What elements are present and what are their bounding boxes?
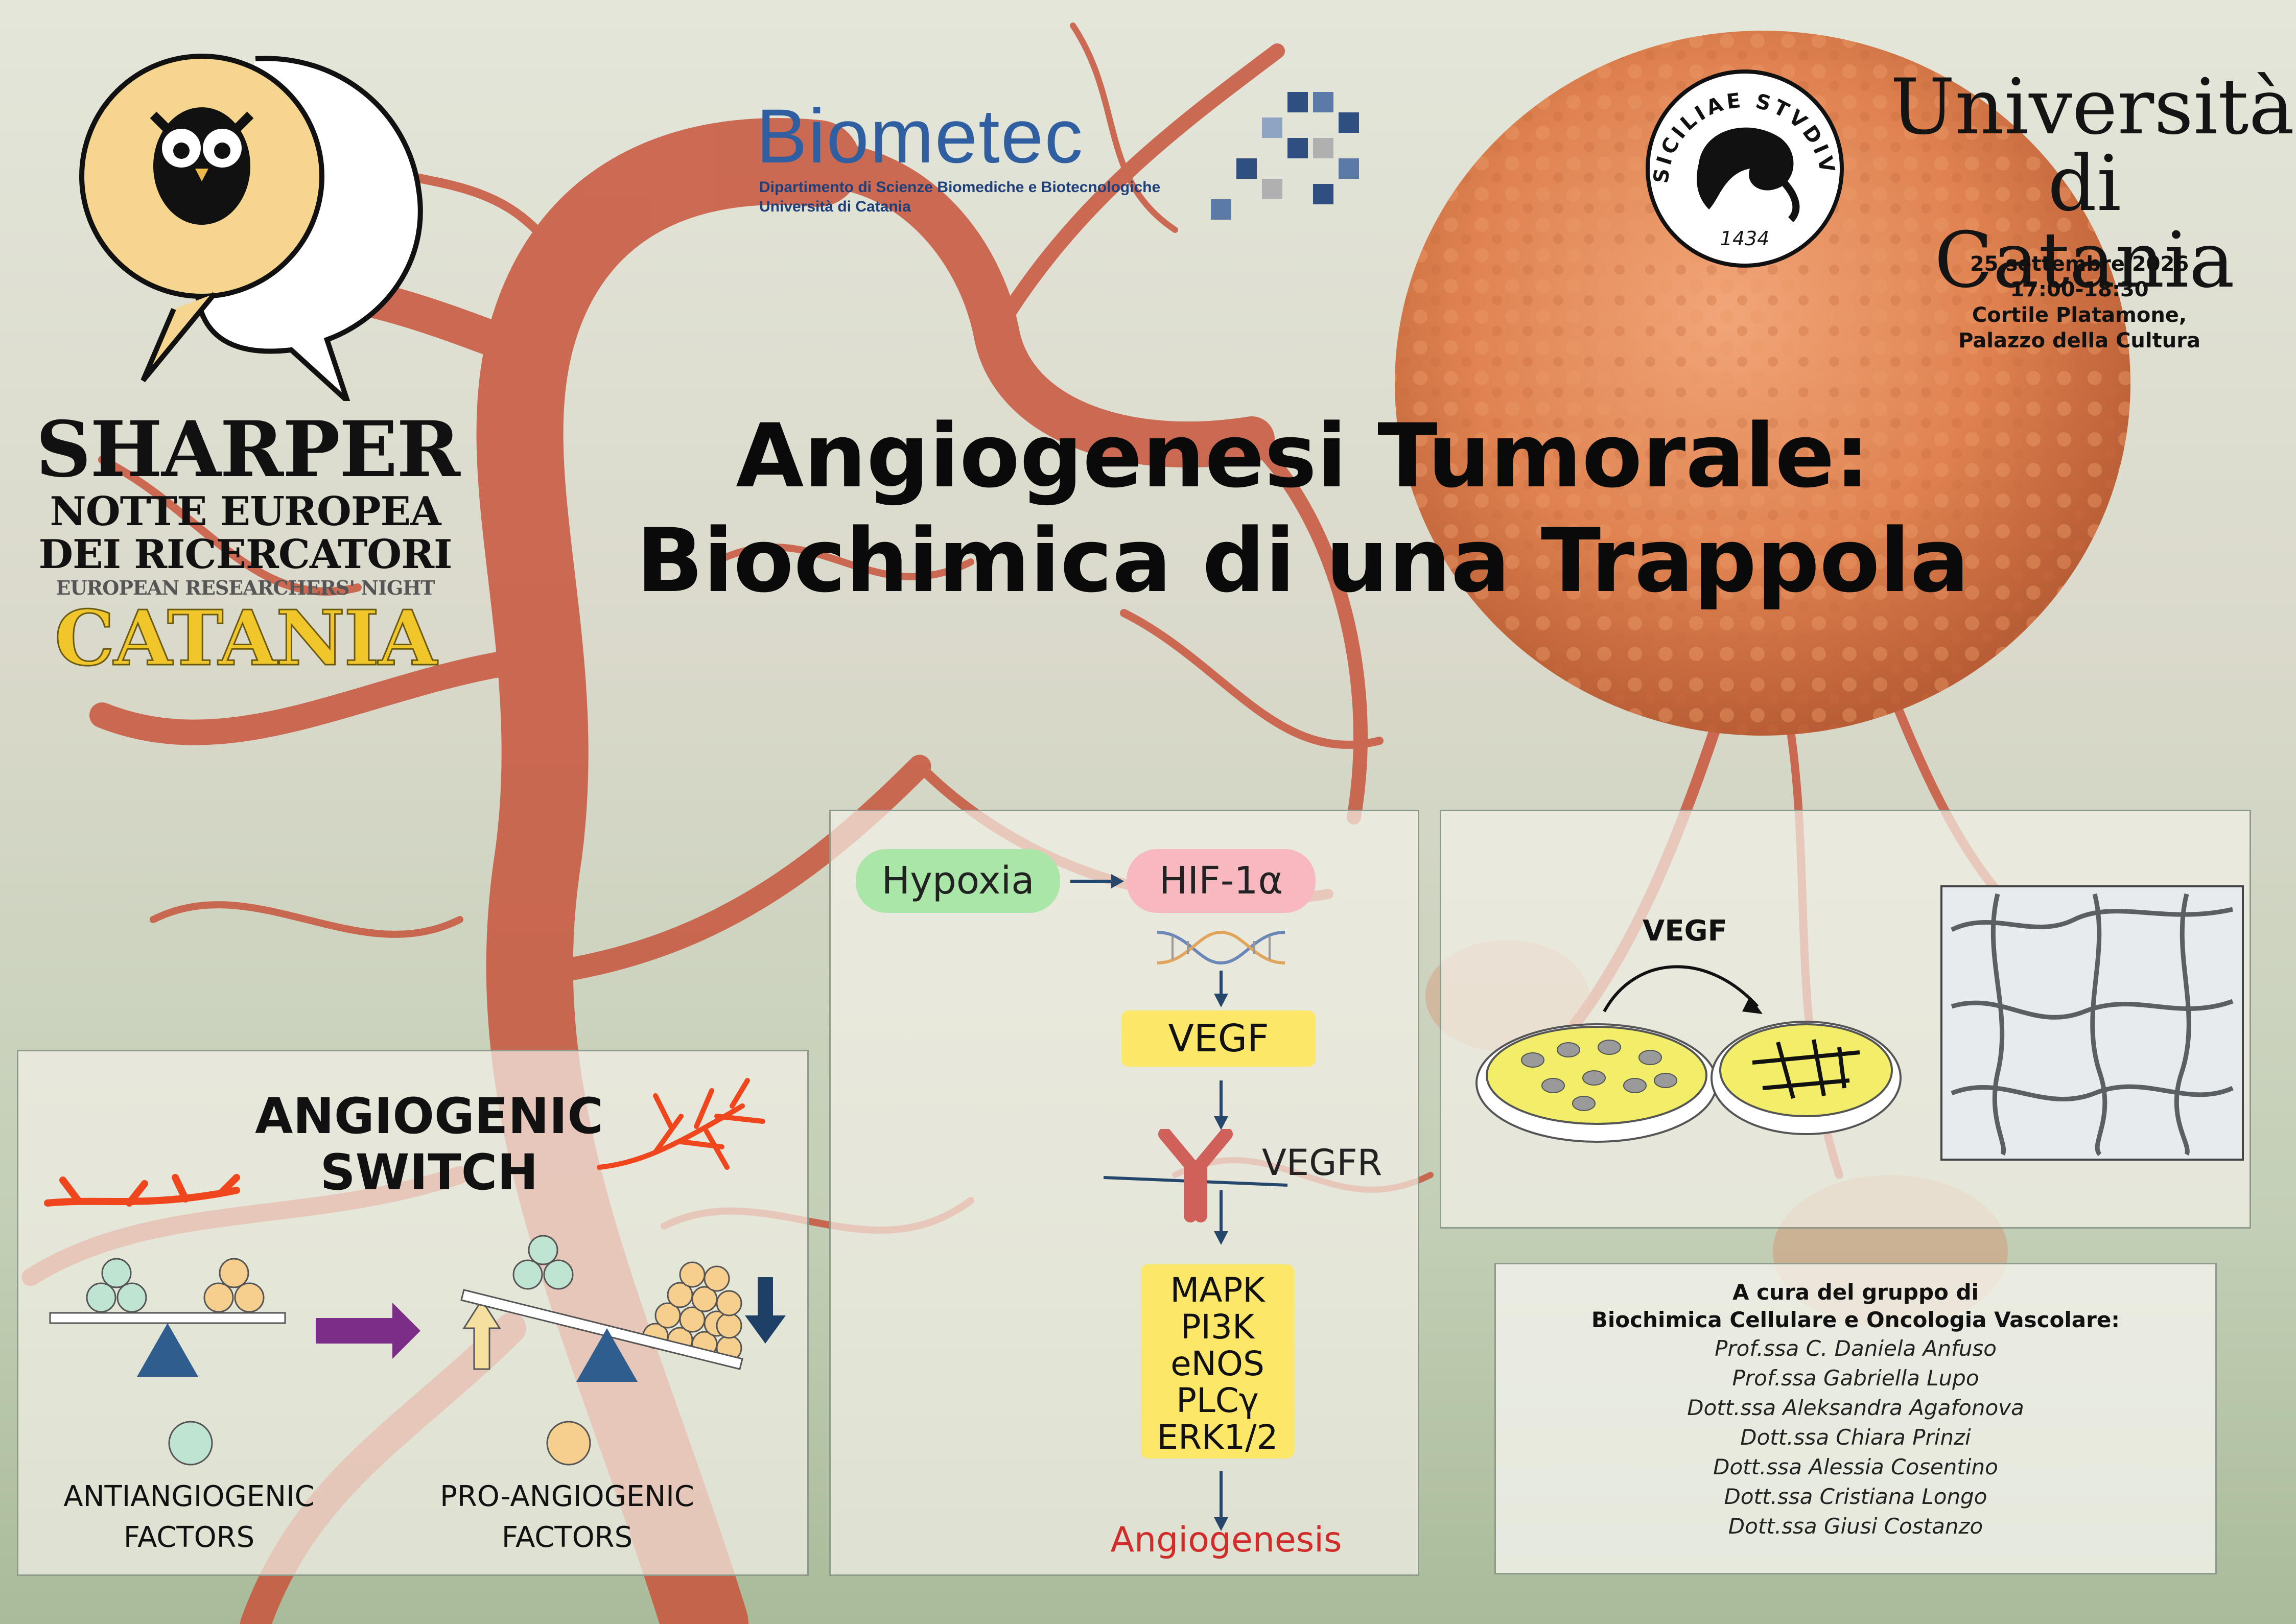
university-seal: SICILIAE STVDIVM GENERALE 1434	[1632, 56, 1844, 268]
event-time: 17:00-18:30	[2010, 278, 2149, 301]
balanced-scale	[49, 1258, 286, 1377]
vegf-receptor-icon	[1104, 1129, 1288, 1222]
title-line-1: Angiogenesi Tumorale:	[736, 405, 1870, 507]
hif-node: HIF-1α	[1127, 849, 1316, 913]
event-place-2: Palazzo della Cultura	[1958, 329, 2200, 352]
university-wordmark: Università di Catania	[1890, 63, 2294, 305]
owl-icon	[150, 107, 254, 225]
main-title: Angiogenesi Tumorale: Biochimica di una …	[562, 404, 2044, 613]
angiogenic-switch-diagram	[44, 1078, 786, 1466]
sharper-logo: SHARPER NOTTE EUROPEA DEI RICERCATORI EU…	[36, 405, 460, 682]
effector-mapk: MAPK	[1170, 1270, 1265, 1310]
biometec-pixel-icon	[1211, 92, 1359, 220]
credit-name: Prof.ssa C. Daniela Anfuso	[1715, 1336, 1997, 1361]
pro-factors-label: PRO-ANGIOGENIC FACTORS	[409, 1476, 725, 1558]
credit-name: Dott.ssa Chiara Prinzi	[1740, 1425, 1971, 1450]
credit-name: Dott.ssa Alessia Cosentino	[1713, 1454, 1998, 1479]
title-line-2: Biochimica di una Trappola	[636, 509, 1970, 612]
hypoxia-node: Hypoxia	[856, 849, 1060, 913]
elephant-icon	[1697, 127, 1800, 222]
credits-header-1: A cura del gruppo di	[1732, 1280, 1979, 1305]
dna-icon	[1157, 930, 1285, 965]
switch-arrow	[316, 1303, 420, 1359]
anti-label-2: FACTORS	[123, 1521, 255, 1554]
tube-assay-diagram	[1475, 885, 2244, 1161]
effector-enos: eNOS	[1170, 1344, 1264, 1383]
credit-name: Prof.ssa Gabriella Lupo	[1732, 1366, 1979, 1391]
petri-dish-tubes	[1711, 1021, 1902, 1135]
credit-name: Dott.ssa Giusi Costanzo	[1728, 1514, 1983, 1539]
pro-label-1: PRO-ANGIOGENIC	[440, 1480, 694, 1513]
biometec-subtitle: Dipartimento di Scienze Biomediche e Bio…	[759, 178, 1160, 217]
angiogenesis-label: Angiogenesis	[1110, 1520, 1342, 1560]
credits-header-2: Biochimica Cellulare e Oncologia Vascola…	[1591, 1307, 2120, 1332]
university-line2: di Catania	[1934, 139, 2235, 305]
tumor-cell	[1395, 31, 2130, 1328]
petri-dish-cells	[1475, 1023, 1718, 1143]
effectors-box: MAPK PI3K eNOS PLCγ ERK1/2	[1141, 1264, 1294, 1458]
biometec-logo-text: Biometec	[756, 93, 1084, 179]
event-info: 25 settembre 2026 17:00-18:30 Cortile Pl…	[1885, 251, 2274, 354]
sharper-line2: NOTTE EUROPEA	[50, 488, 441, 535]
pathway-arrows	[1214, 971, 1228, 1531]
anti-factors-label: ANTIANGIOGENIC FACTORS	[36, 1476, 342, 1558]
owl-speech-bubble-logo	[79, 54, 423, 401]
pro-factor-ball	[546, 1421, 591, 1466]
branched-vessel-icon	[597, 1078, 765, 1170]
anti-label-1: ANTIANGIOGENIC	[63, 1480, 315, 1513]
effector-plcg: PLCγ	[1176, 1381, 1259, 1420]
switch-title-2: SWITCH	[320, 1144, 538, 1201]
microscopy-image	[1940, 885, 2244, 1161]
thin-vessel-icon	[44, 1174, 240, 1207]
event-date: 25 settembre 2026	[1970, 252, 2189, 276]
seal-year: 1434	[1720, 227, 1770, 250]
credit-name: Dott.ssa Cristiana Longo	[1724, 1484, 1987, 1509]
pro-label-2: FACTORS	[501, 1521, 633, 1554]
biometec-dept: Dipartimento di Scienze Biomediche e Bio…	[759, 179, 1161, 196]
university-line1: Università	[1890, 63, 2294, 152]
effector-pi3k: PI3K	[1180, 1307, 1255, 1347]
anti-factor-ball	[168, 1421, 213, 1466]
credits-panel: A cura del gruppo di Biochimica Cellular…	[1494, 1263, 2217, 1574]
assay-vegf-label: VEGF	[1643, 914, 1727, 948]
angiogenic-switch-title: ANGIOGENIC SWITCH	[225, 1088, 634, 1201]
credit-name: Dott.ssa Aleksandra Agafonova	[1687, 1395, 2024, 1420]
tilted-scale	[460, 1235, 786, 1382]
vegfr-label: VEGFR	[1262, 1142, 1383, 1184]
sharper-title: SHARPER	[36, 405, 460, 495]
sharper-catania: CATANIA	[54, 594, 438, 682]
biometec-uni: Università di Catania	[759, 198, 911, 215]
sharper-line4: EUROPEAN RESEARCHERS' NIGHT	[56, 576, 435, 599]
vegf-node: VEGF	[1121, 1010, 1316, 1067]
sharper-line3: DEI RICERCATORI	[38, 531, 452, 578]
switch-title-1: ANGIOGENIC	[255, 1088, 603, 1145]
signaling-pathway-panel	[829, 810, 1419, 1576]
hypoxia-to-hif-arrow	[1070, 874, 1124, 888]
effector-erk: ERK1/2	[1157, 1418, 1278, 1457]
event-place-1: Cortile Platamone,	[1972, 303, 2187, 327]
